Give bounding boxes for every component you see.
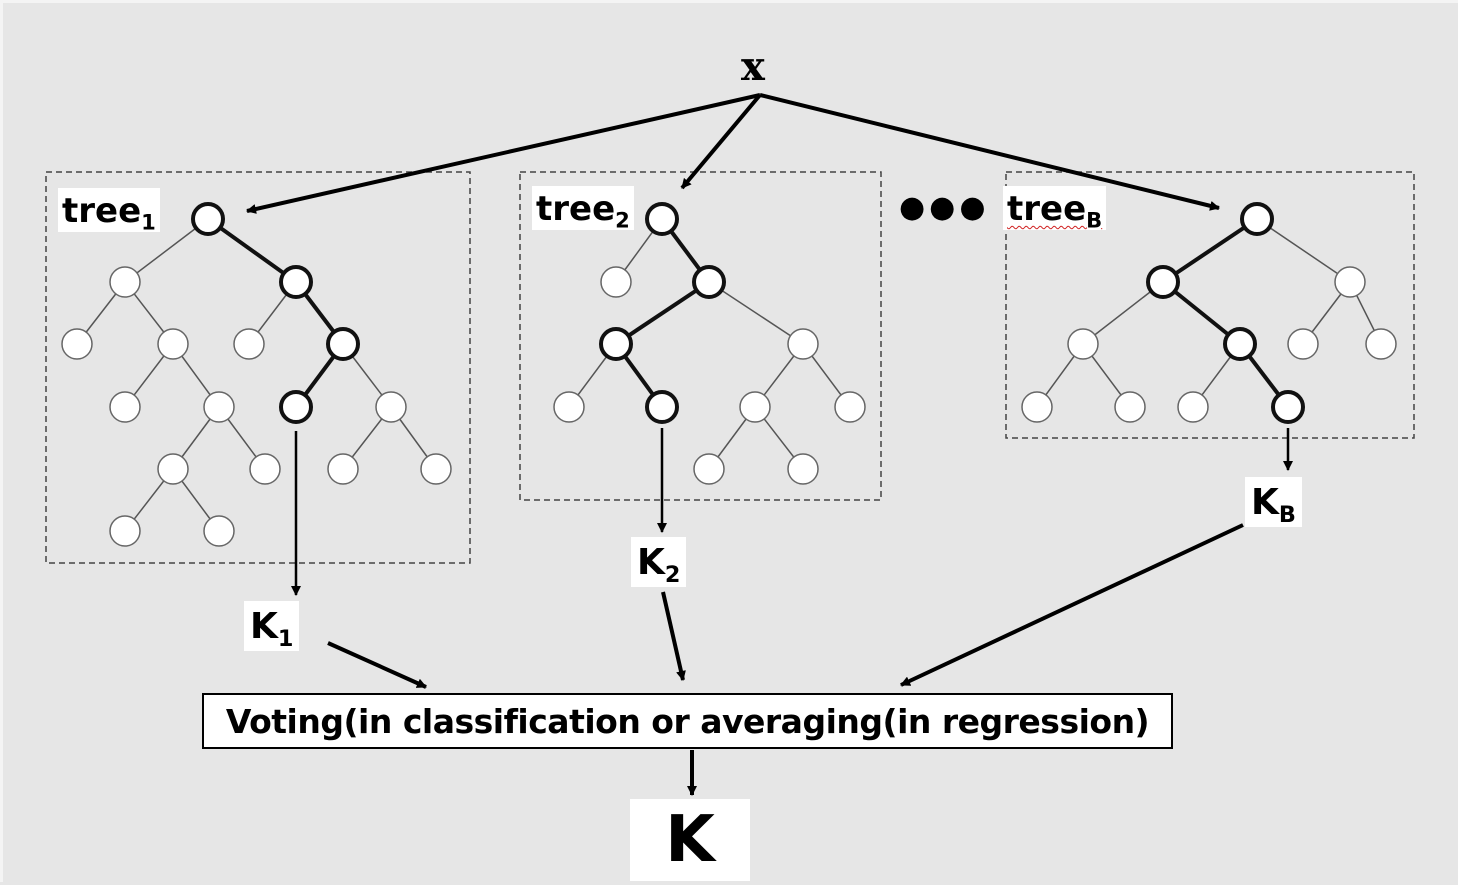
tree-2-node: [787, 328, 819, 360]
aggregator-text: Voting(in classification or averaging(in…: [225, 701, 1150, 741]
tree-1-node: [109, 266, 141, 298]
tree-1-path-node: [279, 390, 313, 424]
output-arrows: [291, 428, 1293, 596]
output-k2-label: K2: [631, 537, 687, 587]
tree-1-node: [203, 515, 235, 547]
arrow-k2-to-vote: [661, 591, 686, 681]
tree-2-edge: [614, 280, 711, 346]
tree-2-graph: [553, 202, 866, 485]
tree-1-node: [375, 391, 407, 423]
tree-b-path-node: [1271, 390, 1305, 424]
tree-b-node: [1177, 391, 1209, 423]
diagram-canvas: [45, 93, 1415, 796]
tree-1-path-node: [279, 265, 313, 299]
tree-b-graph: [1021, 202, 1397, 424]
output-kb-label: KB: [1245, 477, 1302, 527]
tree-b-node: [1365, 328, 1397, 360]
tree-1-node: [233, 328, 265, 360]
arrow-x-to-tree-b: [759, 93, 1220, 211]
tree-2-node: [834, 391, 866, 423]
arrow-kb-to-vote: [900, 523, 1244, 687]
tree-1-box: [45, 171, 471, 564]
tree-1-node: [157, 328, 189, 360]
tree-1-node: [61, 328, 93, 360]
tree-b-box: [1005, 171, 1415, 439]
tree-2-path-node: [692, 265, 726, 299]
aggregator-box: Voting(in classification or averaging(in…: [202, 693, 1173, 749]
input-arrows: [246, 93, 1220, 214]
tree-2-path-node: [645, 202, 679, 236]
ellipsis-dots: ●●●: [899, 190, 990, 225]
tree-b-node: [1021, 391, 1053, 423]
tree-1-node: [157, 453, 189, 485]
output-k1-label: K1: [244, 601, 300, 651]
tree-2-node: [553, 391, 585, 423]
tree-2-label: tree2: [532, 186, 634, 230]
arrow-x-to-tree-1: [246, 93, 761, 214]
tree-1-edge: [124, 218, 209, 283]
final-output-label: K: [630, 799, 750, 881]
tree-1-path-node: [326, 327, 360, 361]
tree-2-node: [693, 453, 725, 485]
tree-1-node: [203, 391, 235, 423]
tree-2-node: [739, 391, 771, 423]
aggregate-arrows: [327, 523, 1244, 796]
tree-b-node: [1067, 328, 1099, 360]
tree-1-node: [109, 391, 141, 423]
tree-b-label: treeB: [1003, 186, 1107, 230]
tree-1-node: [109, 515, 141, 547]
tree-b-path-node: [1240, 202, 1274, 236]
tree-2-box: [519, 171, 882, 501]
input-x-label: x: [741, 43, 765, 90]
tree-b-edge: [1256, 218, 1351, 283]
tree-1-node: [420, 453, 452, 485]
tree-2-node: [787, 453, 819, 485]
tree-b-node: [1334, 266, 1366, 298]
tree-1-graph: [61, 202, 452, 547]
tree-1-edge: [206, 217, 298, 284]
tree-b-path-node: [1223, 327, 1257, 361]
tree-2-path-node: [599, 327, 633, 361]
arrow-k1-to-vote: [327, 641, 427, 689]
tree-1-label: tree1: [58, 188, 160, 232]
tree-b-node: [1114, 391, 1146, 423]
tree-b-edge: [1161, 217, 1259, 284]
tree-2-node: [600, 266, 632, 298]
tree-b-node: [1287, 328, 1319, 360]
tree-1-node: [249, 453, 281, 485]
tree-2-edge: [708, 281, 804, 345]
tree-2-path-node: [645, 390, 679, 424]
arrow-x-to-tree-2: [680, 93, 762, 190]
tree-1-node: [327, 453, 359, 485]
tree-1-path-node: [191, 202, 225, 236]
tree-b-path-node: [1146, 265, 1180, 299]
